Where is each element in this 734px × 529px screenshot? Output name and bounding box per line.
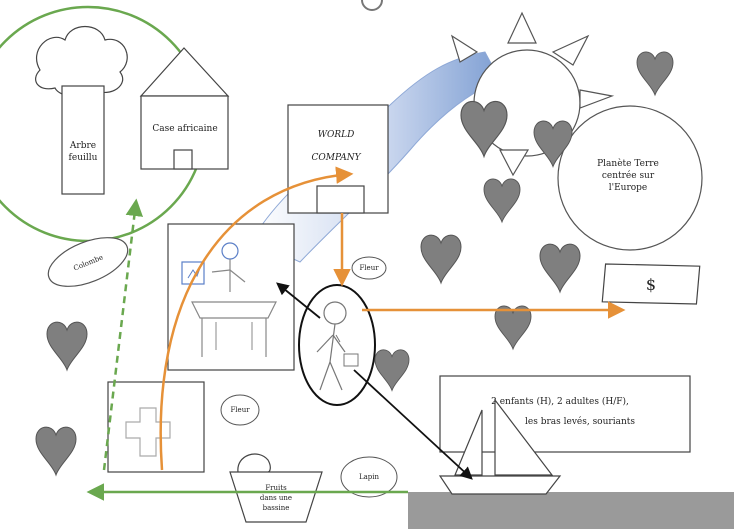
heart — [374, 349, 410, 391]
world-company-label-2: COMPANY — [311, 153, 361, 163]
flower-oval-2 — [220, 394, 260, 426]
dollar-label: $ — [646, 275, 656, 294]
black-arrow-to-classroom — [276, 282, 321, 319]
heart — [483, 178, 521, 223]
dollar-bill: $ — [601, 263, 701, 305]
top-partial-circle — [361, 0, 383, 11]
heart — [539, 243, 581, 293]
world-company-building: WORLD COMPANY — [287, 104, 389, 214]
rabbit-oval — [340, 456, 398, 498]
health-center — [107, 381, 205, 473]
heart — [636, 51, 674, 96]
planet-label-2: centrée sur — [602, 170, 655, 181]
dove-oval — [47, 237, 129, 287]
fruit-basin: Fruits dans une bassine — [229, 453, 323, 523]
heart — [420, 234, 462, 284]
tree: Arbre feuillu — [35, 26, 128, 195]
sailboat — [408, 398, 734, 529]
central-figure — [298, 284, 376, 406]
heart — [46, 321, 88, 371]
tree-label-1: Arbre — [69, 141, 96, 151]
people-label-1: 2 enfants (H), 2 adultes (H/F), — [491, 396, 629, 407]
orange-curved-arrow — [159, 166, 354, 471]
classroom-scene — [167, 223, 295, 371]
flower-label-1: Fleur — [359, 264, 379, 272]
basin-label-1: Fruits — [265, 484, 287, 492]
planet-label-3: l'Europe — [609, 183, 648, 193]
heart — [35, 426, 77, 476]
basin-label-3: bassine — [263, 504, 290, 512]
planet-label-1: Planète Terre — [597, 158, 659, 169]
basin-label-2: dans une — [260, 494, 292, 502]
flower-label-2: Fleur — [230, 406, 250, 414]
flower-oval-1 — [351, 256, 387, 280]
rabbit-label: Lapin — [359, 473, 380, 481]
heart — [494, 305, 532, 350]
african-hut: Case africaine — [139, 47, 230, 170]
world-company-label-1: WORLD — [318, 130, 355, 140]
people-label-2: les bras levés, souriants — [525, 416, 635, 427]
black-arrow-to-boat — [353, 369, 473, 480]
green-dashed-arrow — [102, 198, 144, 471]
planet-earth — [557, 105, 703, 251]
hut-label: Case africaine — [152, 124, 217, 134]
tree-label-2: feuillu — [69, 153, 98, 163]
